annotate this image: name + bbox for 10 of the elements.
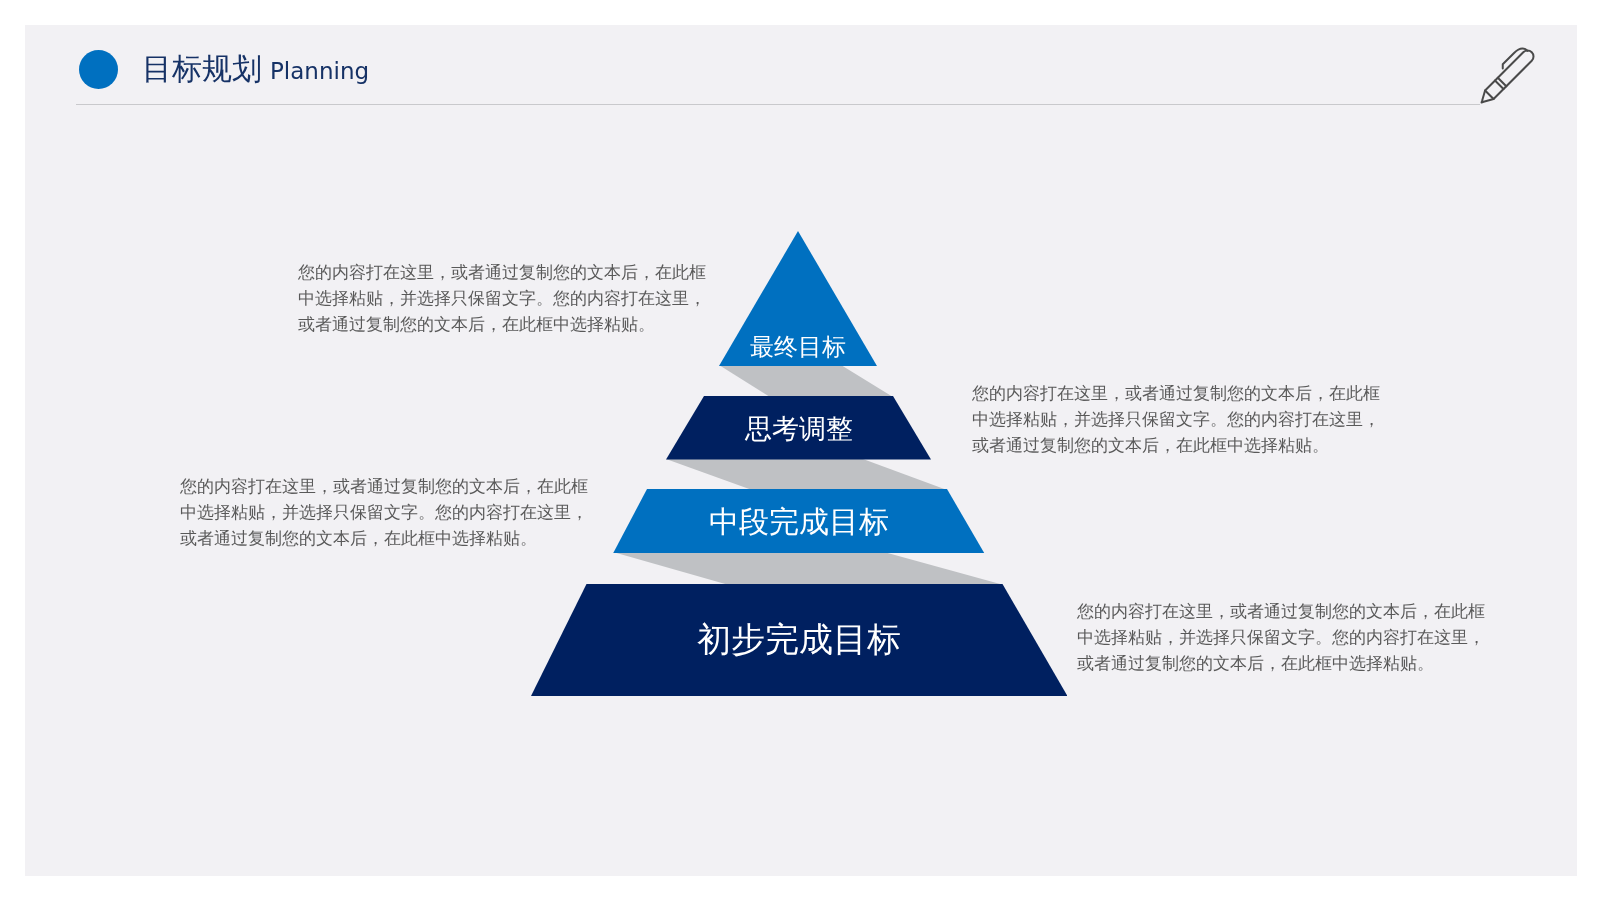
description-text: 您的内容打在这里，或者通过复制您的文本后，在此框中选择粘贴，并选择只保留文字。您的内容打在这里，或者通过复制您的文本后，在此框中选择粘贴。 [972, 384, 1381, 454]
subtitle-text: Planning [270, 57, 370, 86]
tier-label: 最终目标 [750, 331, 846, 363]
tier-label: 初步完成目标 [696, 619, 901, 662]
description-text: 您的内容打在这里，或者通过复制您的文本后，在此框中选择粘贴，并选择只保留文字。您的内容打在这里，或者通过复制您的文本后，在此框中选择粘贴。 [1076, 602, 1486, 672]
tier-label: 中段完成目标 [708, 503, 889, 541]
slide-title: 目标规划 [142, 51, 262, 88]
description-text: 您的内容打在这里，或者通过复制您的文本后，在此框中选择粘贴，并选择只保留文字。您的内容打在这里，或者通过复制您的文本后，在此框中选择粘贴。 [180, 477, 589, 547]
tier-label: 思考调整 [744, 411, 853, 446]
description-text: 您的内容打在这里，或者通过复制您的文本后，在此框中选择粘贴，并选择只保留文字。您的内容打在这里，或者通过复制您的文本后，在此框中选择粘贴。 [298, 263, 707, 333]
